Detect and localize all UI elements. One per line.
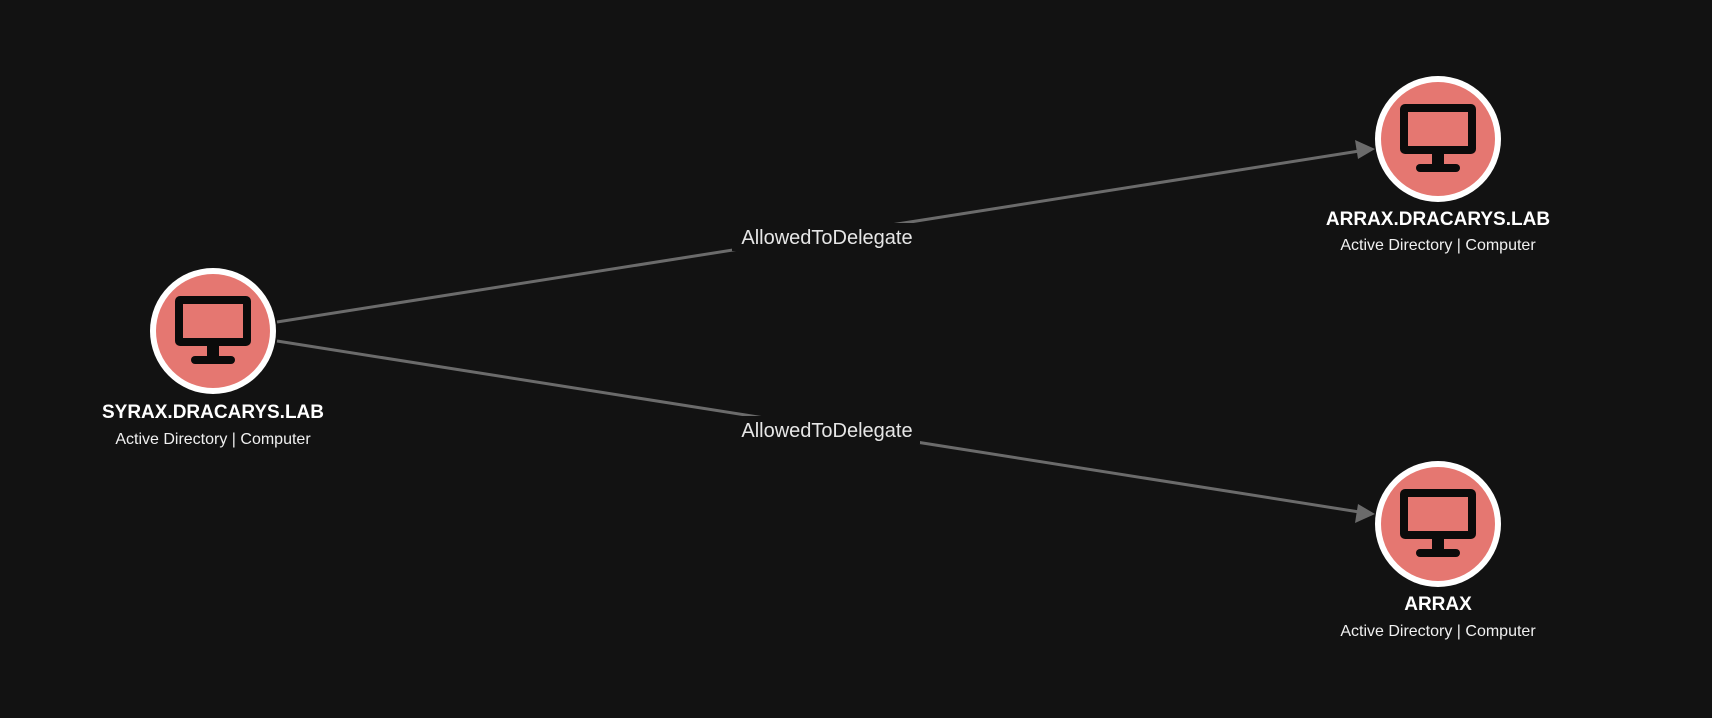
arrowhead-icon <box>1355 140 1375 159</box>
node-arrax-dracarys-lab[interactable]: ARRAX.DRACARYS.LAB Active Directory | Co… <box>1326 76 1550 254</box>
node-syrax[interactable]: SYRAX.DRACARYS.LAB Active Directory | Co… <box>102 268 324 448</box>
arrowhead-icon <box>1355 504 1375 523</box>
node-arrax[interactable]: ARRAX Active Directory | Computer <box>1340 461 1536 640</box>
node-subtitle: Active Directory | Computer <box>115 431 311 448</box>
node-subtitle: Active Directory | Computer <box>1340 623 1536 640</box>
node-name: ARRAX.DRACARYS.LAB <box>1326 209 1550 230</box>
edges-layer: AllowedToDelegate AllowedToDelegate <box>276 147 1373 516</box>
nodes-layer: SYRAX.DRACARYS.LAB Active Directory | Co… <box>102 76 1550 640</box>
edge-label[interactable]: AllowedToDelegate <box>741 227 912 249</box>
arrowheads <box>1355 140 1375 523</box>
computer-monitor-icon <box>1400 489 1476 557</box>
edge-syrax-to-arrax-lab[interactable]: AllowedToDelegate <box>276 147 1373 324</box>
computer-monitor-icon <box>1400 104 1476 172</box>
edge-label[interactable]: AllowedToDelegate <box>741 420 912 442</box>
node-name: SYRAX.DRACARYS.LAB <box>102 402 324 423</box>
node-subtitle: Active Directory | Computer <box>1340 237 1536 254</box>
node-name: ARRAX <box>1404 594 1472 615</box>
computer-monitor-icon <box>175 296 251 364</box>
edge-syrax-to-arrax[interactable]: AllowedToDelegate <box>276 339 1373 516</box>
